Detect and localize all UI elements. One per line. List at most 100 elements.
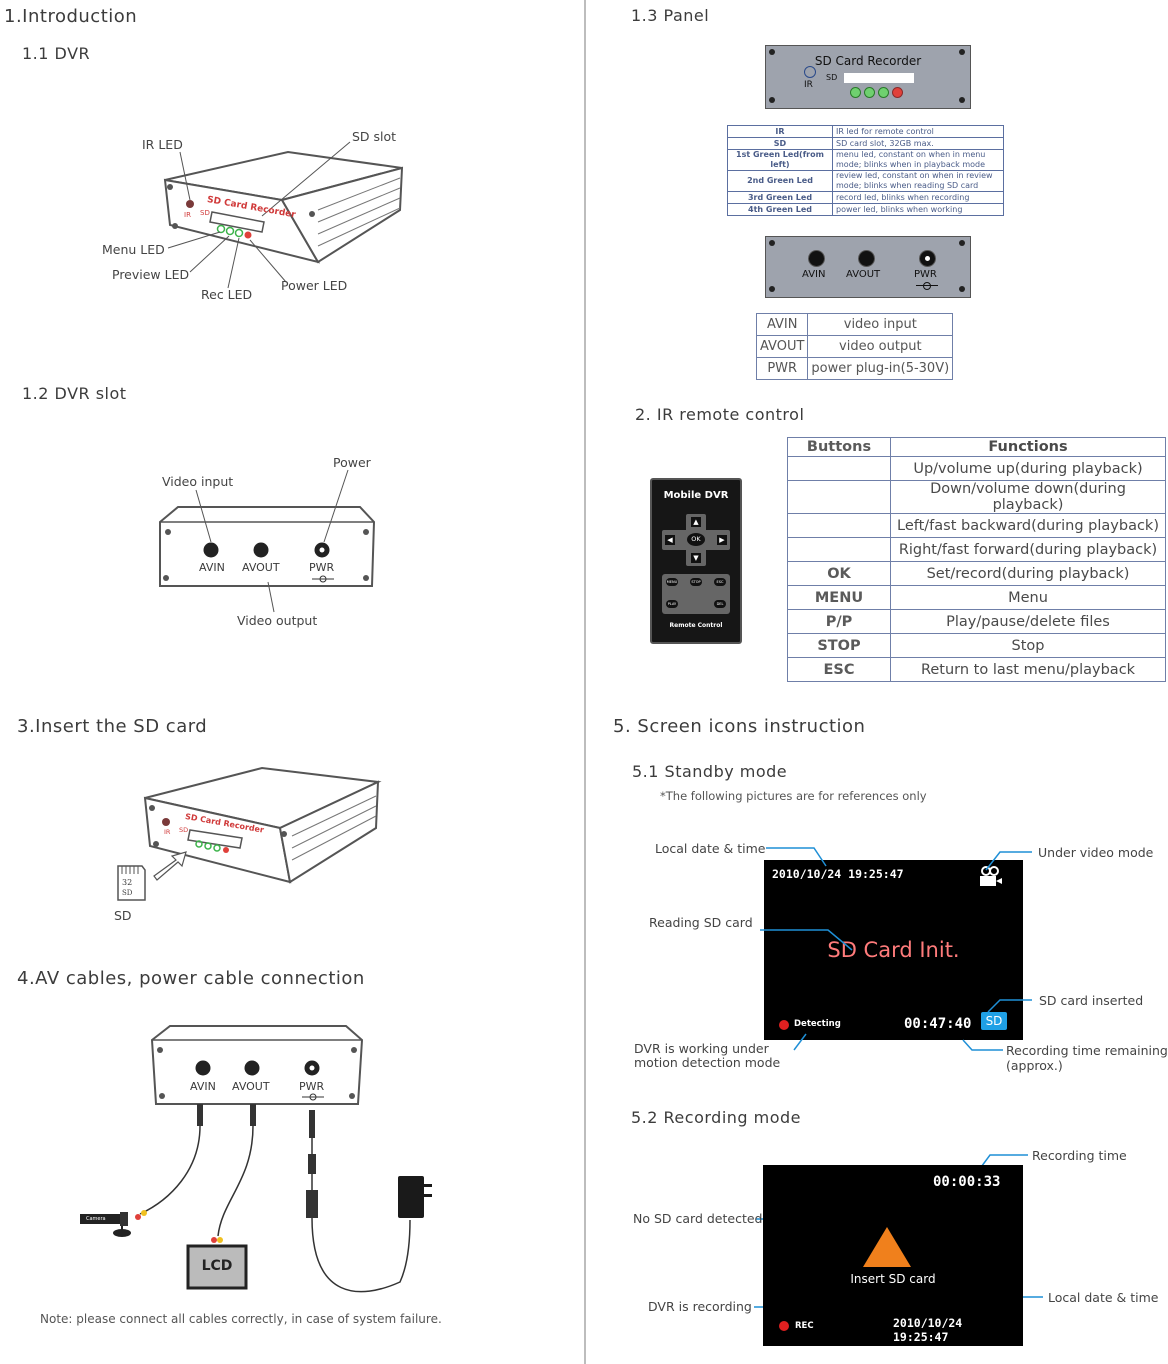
- standby-detecting: Detecting: [794, 1019, 841, 1029]
- buttons-table-row-value: Down/volume down(during playback): [890, 480, 1166, 514]
- remote-dpad: ▲ ▼ ◀ ▶ OK: [662, 514, 730, 566]
- av-table-row-key: AVIN: [755, 313, 809, 336]
- led-green-1-icon: [850, 87, 861, 98]
- avin-port-icon: [808, 250, 825, 267]
- sd-card-slot: [844, 73, 914, 83]
- callout-under-video-mode: Under video mode: [1038, 845, 1154, 860]
- screw-icon: [959, 97, 965, 103]
- device-ir-text-2: IR: [164, 828, 171, 836]
- remote-ok-button: OK: [687, 533, 705, 546]
- remote-keypad: MENU STOP ESC PLAY DEL: [662, 574, 730, 614]
- slot-pwr-text: PWR: [309, 561, 335, 574]
- led-green-3-icon: [878, 87, 889, 98]
- section-introduction-title: 1.Introduction: [4, 6, 138, 27]
- buttons-table-row-key: STOP: [787, 633, 891, 658]
- device-sd-text: SD: [200, 209, 210, 217]
- front-panel-sd-text: SD: [826, 73, 838, 82]
- front-panel: SD Card Recorder SD IR: [765, 45, 971, 109]
- section-dvr-slot-title: 1.2 DVR slot: [22, 384, 127, 403]
- video-camera-icon: [980, 866, 1002, 886]
- remote-control: Mobile DVR ▲ ▼ ◀ ▶ OK MENU STOP ESC PLAY…: [650, 478, 742, 644]
- rear-pwr-text: PWR: [914, 269, 937, 280]
- sd-card-mini-text: SD: [122, 889, 133, 897]
- rear-avin-text: AVIN: [802, 269, 826, 280]
- rear-panel: AVIN AVOUT PWR: [765, 236, 971, 298]
- buttons-table-row-key: OK: [787, 561, 891, 586]
- column-divider: [584, 0, 586, 1364]
- rec-led-label: Rec LED: [201, 287, 253, 302]
- remote-left-icon: ◀: [665, 535, 675, 545]
- callout-dvr-recording: DVR is recording: [648, 1299, 752, 1314]
- ir-receiver-icon: [804, 66, 816, 78]
- buttons-table-row-value: Set/record(during playback): [890, 561, 1166, 586]
- rec-label: REC: [795, 1321, 814, 1331]
- av-table-row-key: AVOUT: [755, 335, 809, 358]
- section-av-cables-title: 4.AV cables, power cable connection: [17, 968, 365, 989]
- screw-icon: [959, 49, 965, 55]
- led-green-2-icon: [864, 87, 875, 98]
- power-label: Power: [333, 455, 371, 470]
- screw-icon: [959, 286, 965, 292]
- camera-label: Camera: [86, 1216, 106, 1222]
- callout-recording-time: Recording time: [1032, 1148, 1127, 1163]
- remote-right-icon: ▶: [717, 535, 727, 545]
- recording-datetime: 2010/10/24 19:25:47: [893, 1316, 963, 1344]
- warning-triangle-icon: [863, 1227, 911, 1267]
- buttons-table-row-key: [787, 456, 891, 481]
- buttons-table-row-key: [787, 513, 891, 538]
- buttons-table-row-value: Left/fast backward(during playback): [890, 513, 1166, 538]
- sd-card-label: SD: [114, 908, 132, 923]
- led-table-row-value: power led, blinks when working: [832, 203, 1004, 216]
- led-table-row: 1st Green Led(from left)menu led, consta…: [727, 149, 1004, 171]
- screw-icon: [769, 240, 775, 246]
- section-standby-title: 5.1 Standby mode: [632, 762, 788, 781]
- recording-time: 00:00:33: [933, 1174, 1001, 1190]
- standby-remaining-time: 00:47:40: [904, 1016, 972, 1032]
- cable-avin-text: AVIN: [190, 1080, 216, 1093]
- av-table-row-value: video input: [807, 313, 954, 336]
- recording-screen: 00:00:33 Insert SD card REC 2010/10/24 1…: [763, 1165, 1023, 1346]
- buttons-table-row-value: Up/volume up(during playback): [890, 456, 1166, 481]
- section-remote-title: 2. IR remote control: [635, 405, 805, 424]
- device-ir-text: IR: [184, 211, 191, 219]
- remote-stop-button: STOP: [690, 578, 702, 586]
- screw-icon: [959, 240, 965, 246]
- slot-avin-text: AVIN: [199, 561, 225, 574]
- remote-footer: Remote Control: [669, 622, 723, 629]
- slot-avout-text: AVOUT: [242, 561, 280, 574]
- pwr-port-icon: [919, 250, 936, 267]
- av-table-row-value: power plug-in(5-30V): [807, 357, 954, 380]
- preview-led-label: Preview LED: [112, 267, 190, 282]
- buttons-table-row: Left/fast backward(during playback): [787, 513, 1166, 538]
- buttons-table: Buttons Functions Up/volume up(during pl…: [787, 437, 1166, 682]
- buttons-table-row-value: Return to last menu/playback: [890, 657, 1166, 682]
- section-recording-title: 5.2 Recording mode: [631, 1108, 802, 1127]
- callout-reading-sd-card: Reading SD card: [649, 915, 753, 930]
- buttons-table-row-key: [787, 480, 891, 514]
- connection-note: Note: please connect all cables correctl…: [40, 1312, 442, 1326]
- callout-sd-card-inserted: SD card inserted: [1039, 993, 1144, 1008]
- led-red-icon: [892, 87, 903, 98]
- callout-local-date-time-2: Local date & time: [1048, 1290, 1159, 1305]
- callout-remaining-line-2: (approx.): [1006, 1058, 1063, 1073]
- power-led-label: Power LED: [281, 278, 348, 293]
- polarity-icon: [923, 282, 931, 290]
- callout-no-sd-detected: No SD card detected: [633, 1211, 763, 1226]
- rec-dot-icon: [779, 1321, 789, 1331]
- rear-avout-text: AVOUT: [846, 269, 881, 280]
- reference-note: *The following pictures are for referenc…: [660, 789, 927, 803]
- buttons-table-row: Down/volume down(during playback): [787, 480, 1166, 514]
- remote-down-icon: ▼: [691, 553, 701, 563]
- remote-menu-button: MENU: [666, 578, 678, 586]
- insert-sd-message: Insert SD card: [850, 1272, 936, 1286]
